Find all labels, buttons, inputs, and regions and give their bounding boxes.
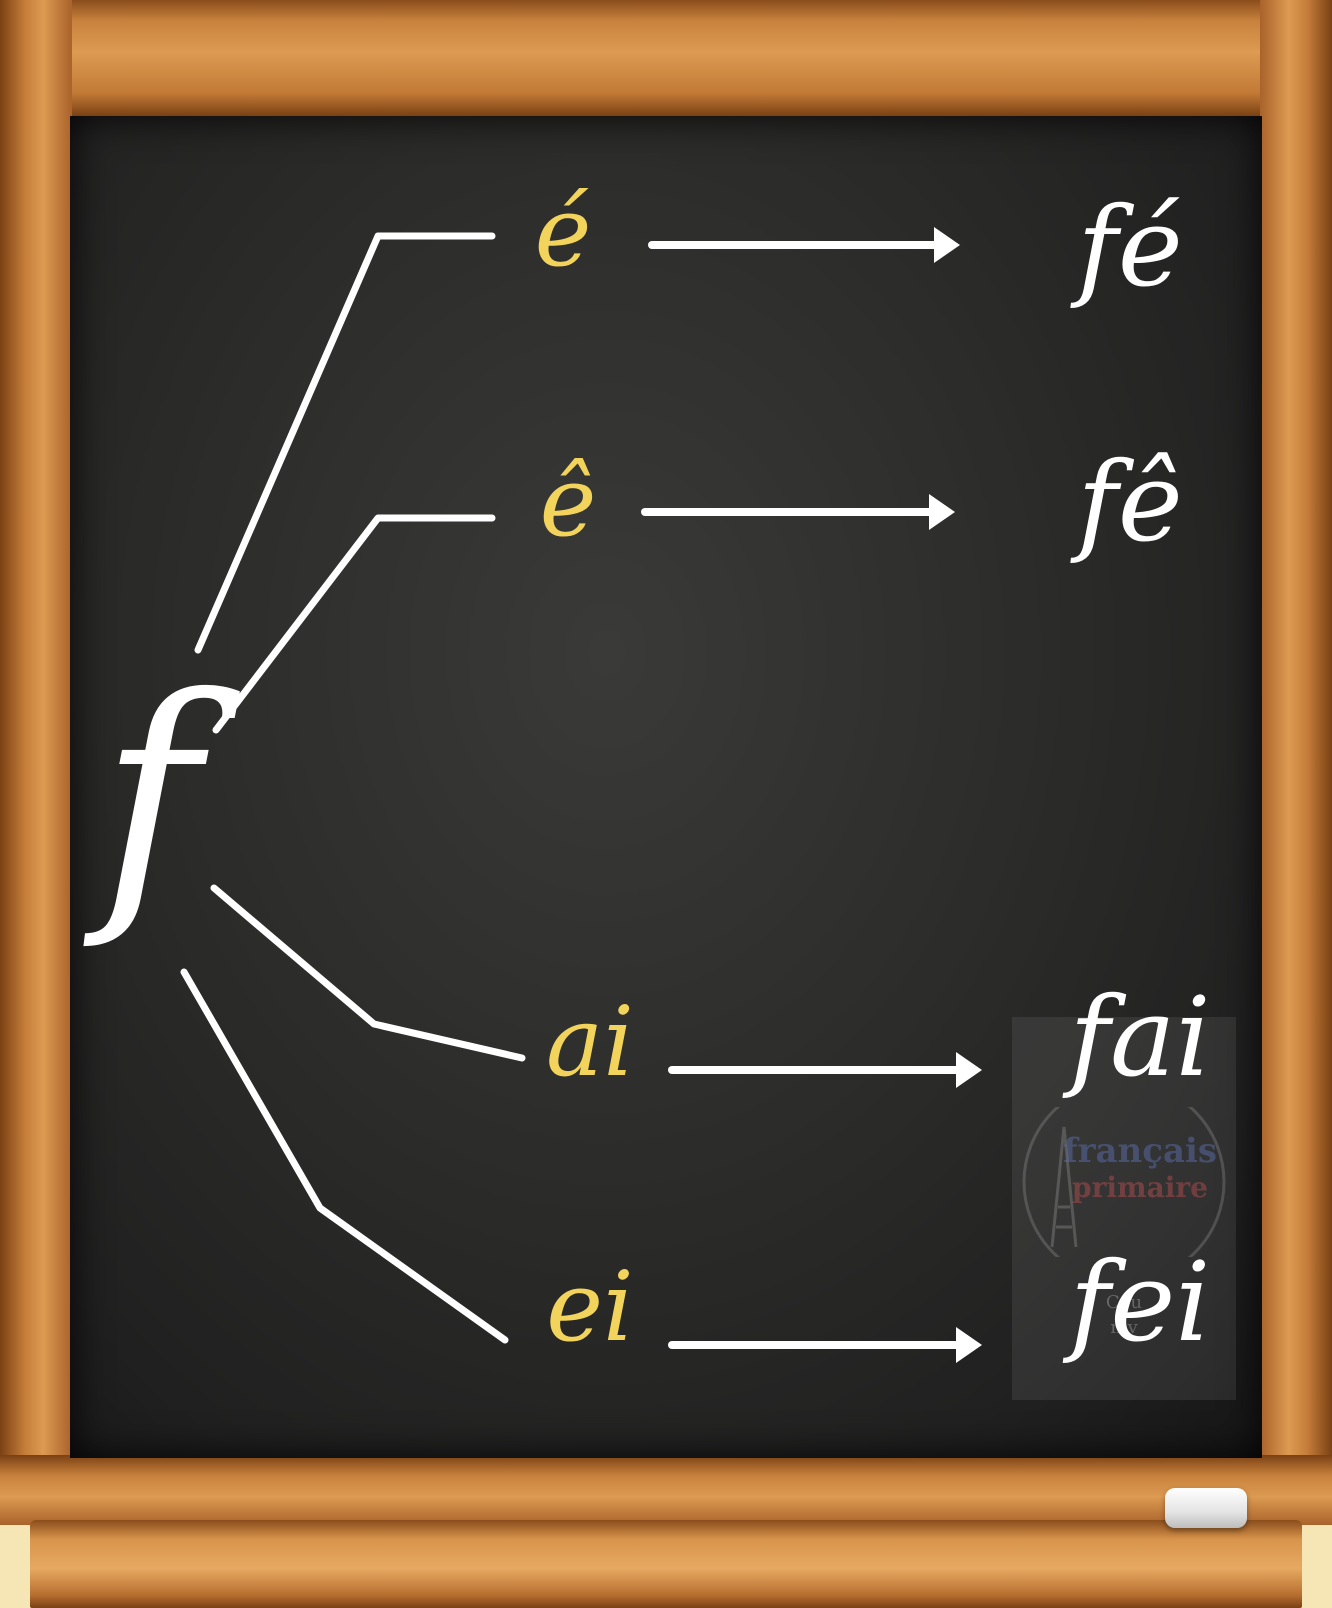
blackboard xyxy=(70,116,1262,1458)
watermark-line1: français xyxy=(1063,1131,1217,1171)
connector-line xyxy=(194,232,496,654)
vowel-label: ai xyxy=(546,986,634,1098)
watermark-line4: niv xyxy=(1110,1317,1138,1338)
connector-line xyxy=(180,968,509,1344)
watermark-line3: Cou xyxy=(1105,1292,1143,1313)
frame-right xyxy=(1260,0,1332,1490)
syllable-result: fai xyxy=(1062,973,1210,1101)
vowel-label: ê xyxy=(540,446,597,558)
arrow-icon xyxy=(648,227,960,263)
frame-bottom xyxy=(0,1455,1332,1525)
watermark-line2: primaire xyxy=(1072,1171,1208,1204)
vowel-label: ei xyxy=(546,1251,634,1363)
syllable-result: fei xyxy=(1063,1238,1211,1366)
vowel-label: é xyxy=(535,176,592,288)
arrow-icon xyxy=(668,1052,982,1088)
frame-top xyxy=(0,0,1332,116)
arrow-icon xyxy=(641,494,955,530)
arrow-icon xyxy=(668,1327,982,1363)
root-consonant: f xyxy=(83,639,243,954)
connector-line xyxy=(212,514,496,734)
syllable-result: fê xyxy=(1070,438,1183,566)
chalk-stick xyxy=(1165,1488,1247,1528)
syllable-result: fé xyxy=(1070,183,1183,311)
chalk-ledge xyxy=(30,1520,1302,1608)
watermark: français primaire Cou niv xyxy=(1012,1017,1236,1400)
frame-left xyxy=(0,0,72,1490)
eiffel-tower-logo-icon: français primaire xyxy=(1022,1107,1226,1257)
connector-line xyxy=(210,884,526,1062)
